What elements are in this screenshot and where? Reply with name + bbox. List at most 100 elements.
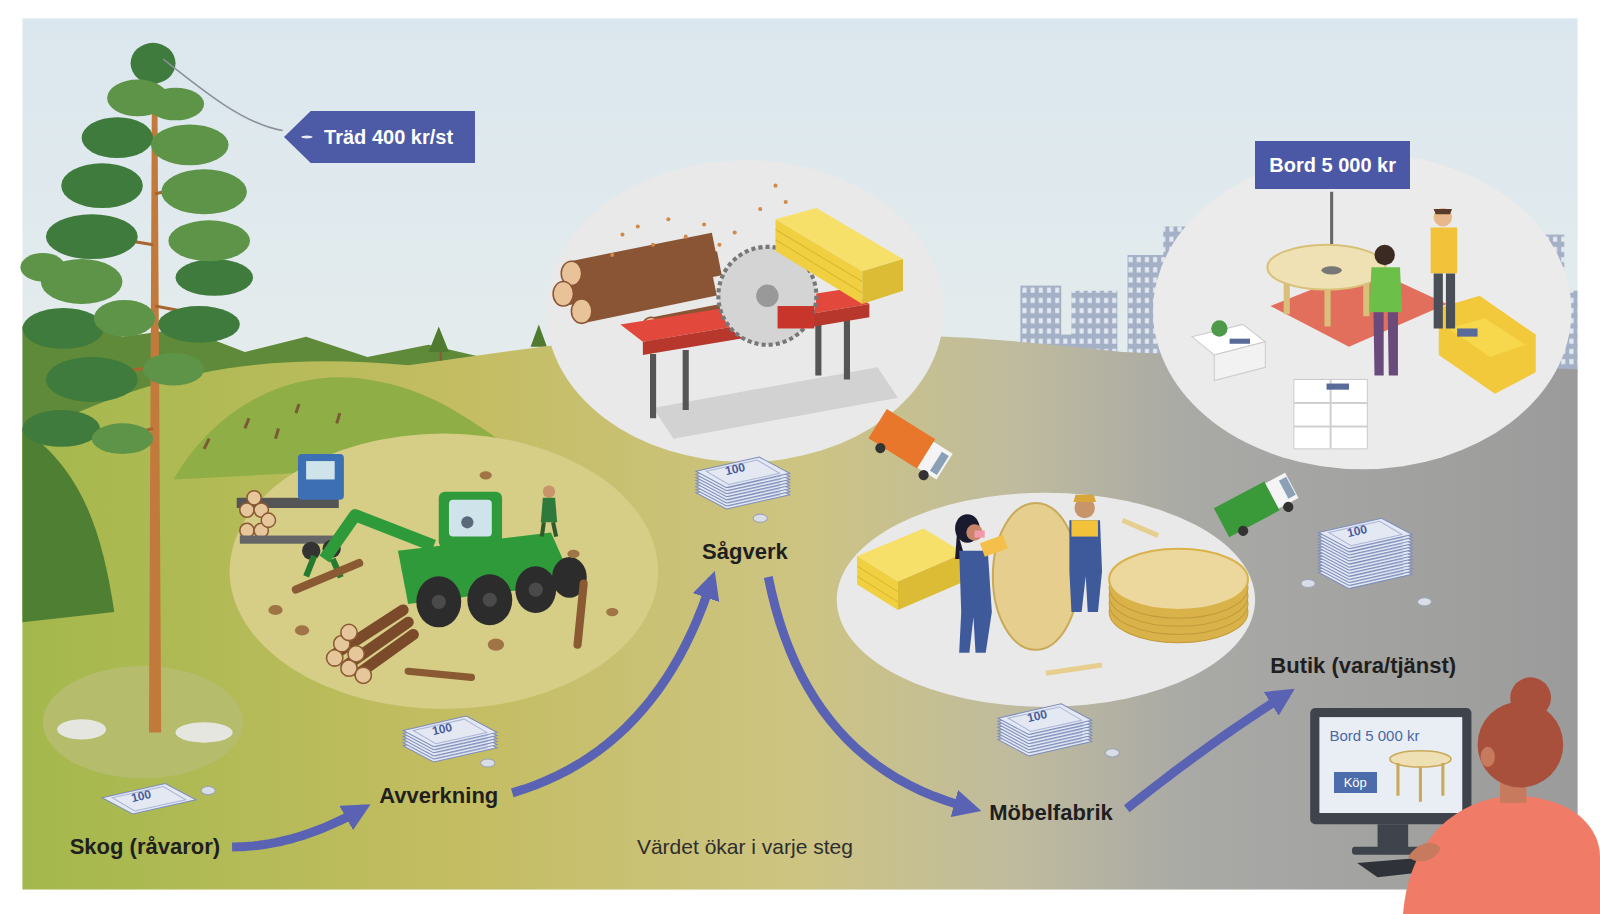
pine-tree	[22, 43, 253, 447]
shop	[1153, 153, 1571, 469]
sawmill	[756, 285, 778, 307]
price-tag-text: Träd 400 kr/st	[324, 125, 453, 149]
harvest-site	[439, 492, 502, 548]
sawmill	[571, 299, 591, 323]
shop	[1449, 318, 1526, 357]
harvest-site	[567, 550, 579, 558]
sky	[22, 18, 1577, 889]
furniture-factory	[1071, 520, 1098, 536]
shop	[1321, 266, 1341, 274]
orange-truck	[873, 441, 887, 455]
computer-screen-text: Bord 5 000 kr	[1329, 727, 1452, 745]
ground	[204, 404, 340, 449]
furniture-factory	[1073, 495, 1095, 502]
green-truck	[1265, 473, 1298, 509]
price-tag: Träd 400 kr/st	[284, 111, 475, 163]
sawmill	[653, 367, 898, 438]
shop	[1327, 384, 1349, 390]
harvest-site	[483, 593, 497, 607]
sawmill	[776, 230, 863, 293]
shop	[1153, 153, 1571, 469]
harvest-site	[268, 605, 282, 615]
harvest-site	[416, 576, 461, 627]
shop	[1230, 339, 1250, 344]
shopper-at-computer	[1398, 763, 1443, 802]
green-truck	[1279, 477, 1296, 499]
harvest-site	[543, 486, 555, 498]
shopper-at-computer	[1378, 824, 1409, 848]
sawmill	[636, 224, 640, 228]
orange-truck	[865, 409, 955, 487]
harvest-site	[341, 624, 357, 640]
pine-tree	[176, 722, 233, 742]
computer-screen: Bord 5 000 kr Köp	[1319, 717, 1462, 813]
furniture-factory	[1109, 549, 1248, 610]
stage-label-text: Butik (vara/tjänst)	[1270, 653, 1456, 679]
background-forest	[429, 324, 547, 352]
pine-tree	[46, 357, 138, 402]
pine-tree	[22, 308, 104, 349]
sawmill	[651, 243, 655, 247]
shop	[1431, 227, 1458, 273]
green-truck	[1236, 524, 1250, 538]
stage-label-text: Sågverk	[702, 539, 788, 565]
furniture-factory	[993, 503, 1079, 650]
shop	[1434, 209, 1452, 214]
pine-tree	[94, 300, 155, 337]
furniture-factory	[980, 535, 1008, 557]
harvest-site	[432, 595, 446, 609]
harvest-site	[230, 434, 659, 709]
harvest-site	[416, 557, 586, 627]
harvest-site	[408, 671, 471, 677]
sawmill	[553, 261, 592, 323]
shop	[1214, 342, 1265, 381]
sawmill	[733, 231, 737, 235]
orange-truck	[930, 452, 949, 475]
money-stacks	[1301, 579, 1315, 587]
shop	[1267, 245, 1385, 290]
pine-tree	[143, 353, 204, 386]
sawmill	[582, 284, 715, 312]
shopper-at-computer	[1403, 796, 1600, 914]
money-stacks	[102, 783, 196, 814]
ground	[22, 428, 114, 622]
pine-tree	[43, 666, 243, 778]
pine-tree	[151, 124, 229, 165]
price-sign: Bord 5 000 kr	[1255, 141, 1410, 189]
green-truck	[1281, 500, 1295, 514]
money-stacks	[201, 786, 215, 794]
stage-label: Sågverk	[698, 537, 792, 567]
tag-hole	[301, 135, 312, 138]
stage-label: Skog (råvaror)	[66, 832, 224, 862]
harvest-site	[467, 574, 512, 625]
pine-tree	[20, 80, 250, 454]
harvest-site	[542, 522, 556, 536]
buy-button: Köp	[1334, 772, 1377, 793]
furniture-factory	[974, 530, 984, 537]
harvest-site	[240, 523, 254, 537]
pine-tree	[158, 306, 240, 343]
banknote-value: 100	[129, 787, 152, 805]
shopper-at-computer	[1408, 843, 1441, 862]
sawmill	[666, 217, 670, 221]
flow-arrow	[768, 577, 973, 809]
flow-arrow	[512, 579, 712, 793]
shop	[1211, 320, 1227, 336]
harvest-site	[247, 491, 261, 505]
pine-tree	[176, 259, 254, 296]
harvest-site	[449, 500, 492, 537]
stage-label-text: Skog (råvaror)	[70, 834, 220, 860]
banknote-value: 100	[1346, 522, 1369, 540]
pine-tree	[147, 88, 204, 121]
pine-tree	[20, 253, 65, 282]
harvest-site	[298, 454, 344, 500]
furniture-factory	[898, 553, 964, 610]
harvest-site	[488, 639, 504, 651]
sawmill	[758, 207, 762, 211]
sawmill	[684, 235, 688, 239]
sawmill	[862, 259, 903, 304]
sawmill	[778, 306, 815, 328]
furniture-factory	[857, 566, 898, 602]
money-stacks	[102, 457, 1432, 814]
